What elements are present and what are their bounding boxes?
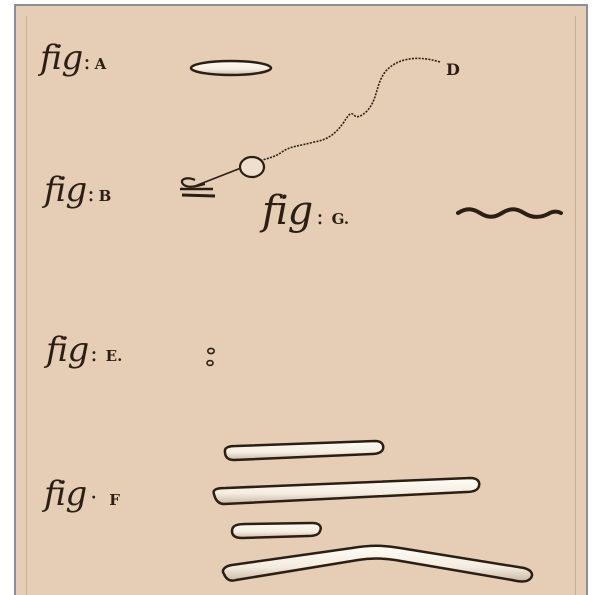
fig-letter: B	[99, 187, 112, 205]
fig-letter: E.	[106, 347, 123, 365]
label-d: D	[446, 60, 460, 79]
fig-word: fig	[46, 330, 88, 370]
fig-separator: :	[87, 182, 94, 207]
fig-separator: ·	[90, 486, 97, 511]
specimen-a	[191, 61, 271, 75]
specimen-b-with-tail	[180, 58, 440, 196]
fig-separator: :	[83, 50, 90, 75]
fig-separator: :	[316, 205, 323, 230]
caption-fig-f: fig · F	[44, 474, 120, 514]
fig-word: fig	[262, 188, 312, 234]
specimen-g	[458, 209, 561, 217]
fig-word: fig	[44, 170, 86, 210]
fig-letter: A	[95, 55, 107, 73]
caption-fig-b: fig : B	[44, 170, 111, 210]
fig-word: fig	[40, 38, 82, 78]
fig-word: fig	[44, 474, 86, 514]
caption-fig-e: fig : E.	[46, 330, 122, 370]
caption-fig-g: fig : G.	[262, 188, 349, 234]
specimen-f-rods	[214, 441, 532, 581]
fig-letter: F	[109, 491, 120, 509]
fig-separator: :	[90, 342, 97, 367]
specimen-e	[207, 348, 214, 365]
fig-letter: G.	[332, 210, 350, 228]
caption-fig-a: fig : A	[40, 38, 106, 78]
